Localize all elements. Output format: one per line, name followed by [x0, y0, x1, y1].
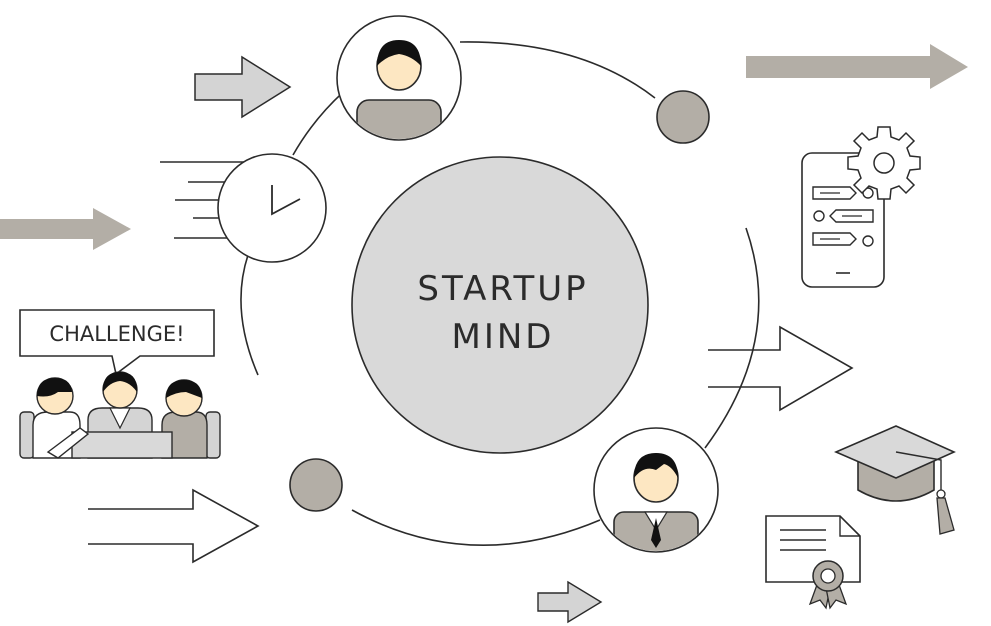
businessman-avatar-icon — [593, 427, 719, 553]
ring-arc-left — [240, 254, 259, 376]
team-meeting-icon: CHALLENGE! — [19, 309, 221, 459]
ring-arc-bottom — [351, 509, 601, 546]
certificate-icon — [765, 515, 861, 610]
speech-bubble-text: CHALLENGE! — [49, 322, 184, 346]
ring-dot-bottom-left — [289, 458, 343, 512]
arrow-icon-right — [708, 325, 854, 412]
smartphone-settings-icon — [801, 126, 921, 288]
center-label-line1: STARTUP — [417, 269, 588, 309]
center-label-line2: MIND — [452, 317, 555, 357]
ring-arc-right — [704, 227, 760, 449]
ring-arc-top-right — [459, 41, 656, 99]
clock-icon — [160, 153, 327, 263]
ring-dot-top-right — [656, 90, 710, 144]
arrow-icon-bottom-left — [88, 488, 260, 564]
graduation-cap-icon — [833, 425, 956, 535]
gear-icon — [847, 126, 921, 200]
arrow-icon-left — [0, 208, 131, 250]
businesswoman-avatar-icon — [336, 15, 462, 141]
arrow-icon-bottom — [537, 580, 603, 624]
speech-bubble: CHALLENGE! — [19, 309, 215, 376]
arrow-icon-top-left — [194, 55, 292, 119]
arrow-icon-top-right — [746, 44, 968, 89]
center-circle: STARTUP MIND — [351, 156, 649, 454]
